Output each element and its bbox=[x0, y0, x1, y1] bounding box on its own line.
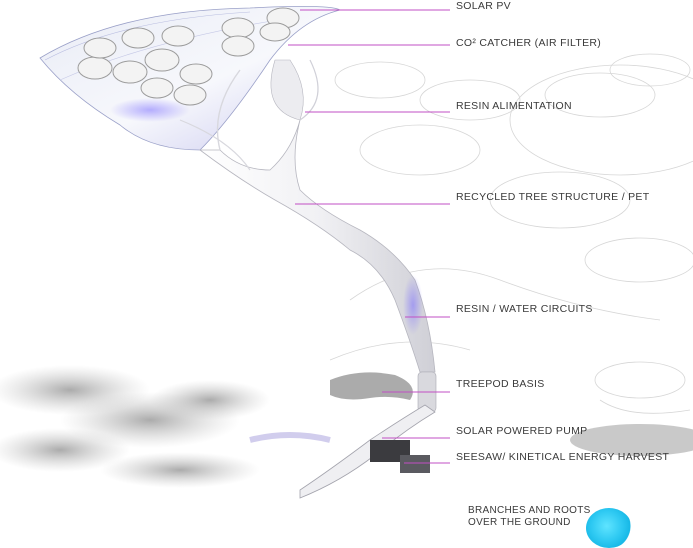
label-solar-pump: SOLAR POWERED PUMP bbox=[456, 425, 588, 437]
label-co2-catcher: CO² CATCHER (AIR FILTER) bbox=[456, 37, 602, 49]
legend-line-2: OVER THE GROUND bbox=[468, 517, 571, 528]
treepod-base bbox=[249, 371, 437, 499]
label-resin-water: RESIN / WATER CIRCUITS bbox=[456, 303, 593, 315]
label-resin-alimentation: RESIN ALIMENTATION bbox=[456, 100, 572, 112]
legend: BRANCHES AND ROOTS OVER THE GROUND bbox=[468, 505, 591, 529]
legend-line-1: BRANCHES AND ROOTS bbox=[468, 505, 591, 516]
label-solar-pv: SOLAR PV bbox=[456, 0, 511, 12]
label-seesaw: SEESAW/ KINETICAL ENERGY HARVEST bbox=[456, 451, 670, 463]
treepod-diagram bbox=[0, 6, 693, 499]
label-treepod-basis: TREEPOD BASIS bbox=[456, 378, 545, 390]
solar-panels bbox=[77, 7, 300, 106]
legend-swatch bbox=[586, 508, 632, 548]
label-recycled-structure: RECYCLED TREE STRUCTURE / PET bbox=[456, 191, 650, 203]
tree-structure bbox=[179, 59, 436, 373]
ground-shadows bbox=[0, 365, 693, 488]
leader-lines bbox=[288, 9, 450, 464]
